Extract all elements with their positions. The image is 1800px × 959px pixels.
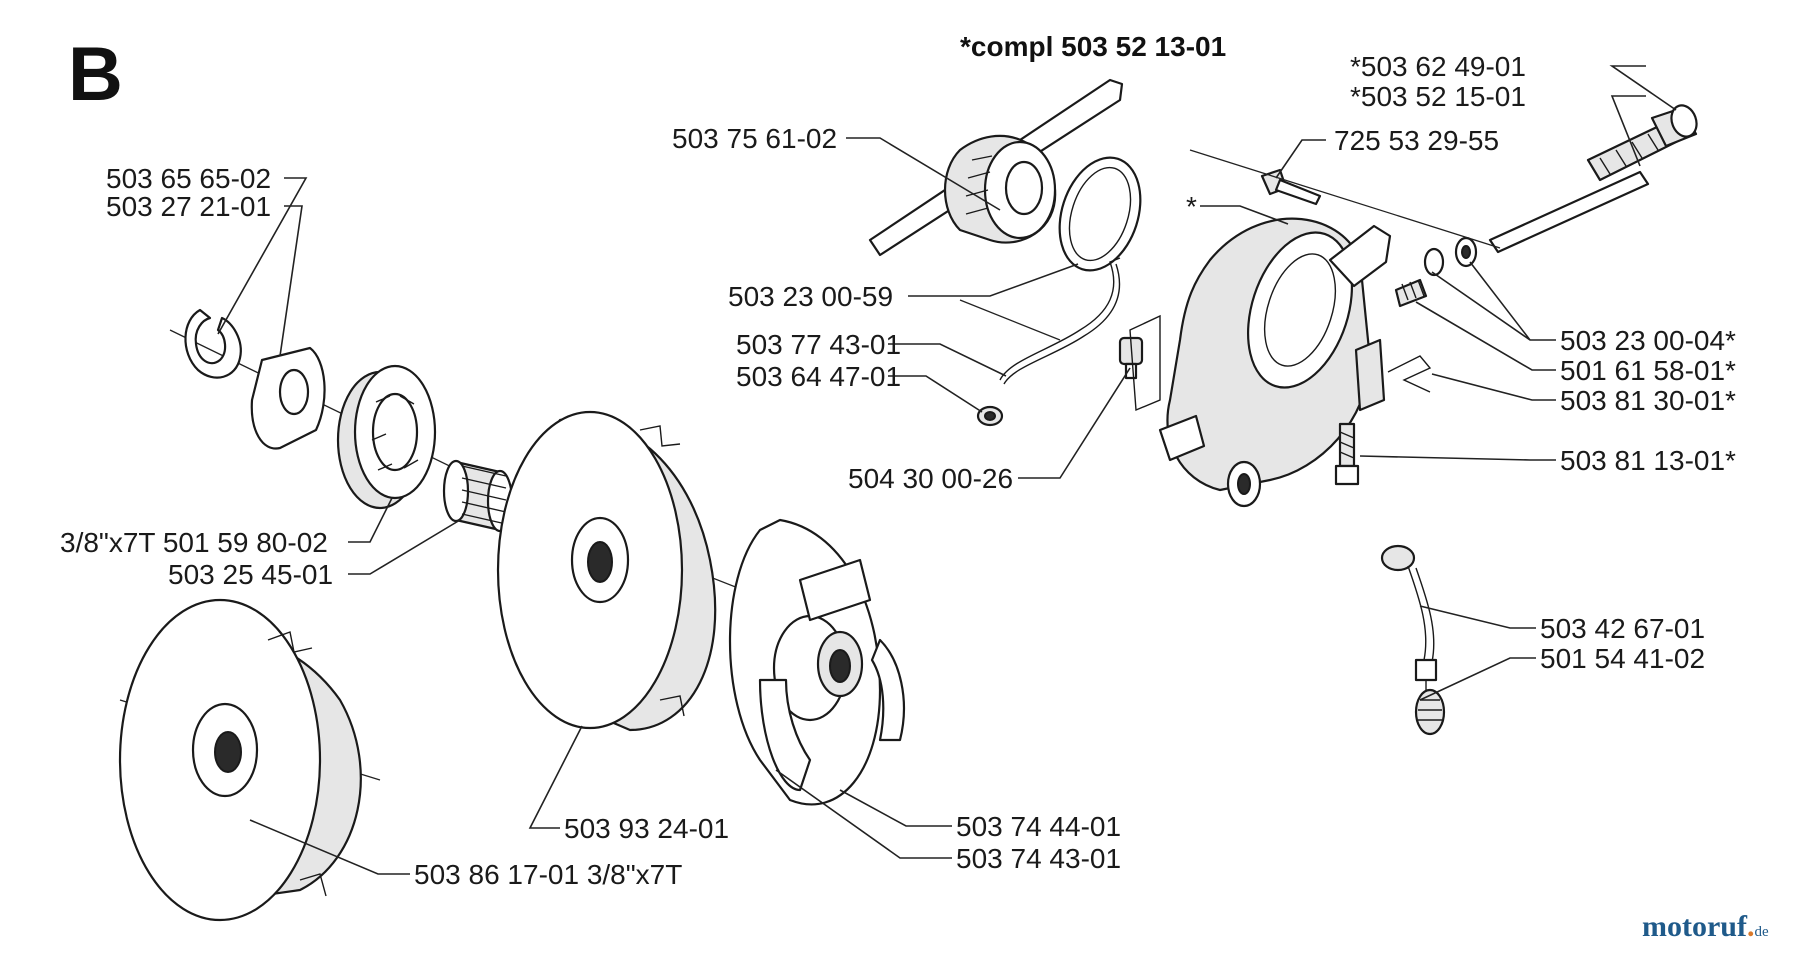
oil-pump-assembly-drawing — [868, 78, 1698, 736]
pump-axis-line — [1189, 149, 1501, 249]
clutch-drum-part — [496, 410, 717, 732]
clutch-shoes-part — [729, 518, 906, 806]
lower-drum-part — [118, 598, 362, 922]
label-503-27-21-01: 503 27 21-01 — [106, 191, 271, 222]
watermark-suffix: de — [1754, 924, 1769, 940]
label-503-75-61-02: 503 75 61-02 — [672, 123, 837, 154]
worm-gear-part — [868, 78, 1124, 257]
label-503-81-30-01: 503 81 30-01* — [1560, 385, 1736, 416]
label-501-54-41-02: 501 54 41-02 — [1540, 643, 1705, 674]
gear-axis-line — [959, 299, 1061, 341]
watermark-text: motoruf.de — [1642, 910, 1769, 943]
watermark-dot: . — [1747, 910, 1755, 943]
part-labels: 503 75 61-02 503 65 65-02 503 27 21-01 5… — [60, 51, 1736, 890]
plunger-spring-part — [1394, 278, 1428, 308]
label-503-74-44-01: 503 74 44-01 — [956, 811, 1121, 842]
oil-filter-part — [1414, 658, 1446, 736]
label-pump-asterisk: * — [1186, 191, 1197, 222]
label-503-64-47-01: 503 64 47-01 — [736, 361, 901, 392]
label-504-30-00-26: 504 30 00-26 — [848, 463, 1013, 494]
label-503-74-43-01: 503 74 43-01 — [956, 843, 1121, 874]
oil-line-part — [999, 257, 1121, 385]
oil-hose-part — [1380, 544, 1435, 663]
bushing-part — [1650, 104, 1698, 148]
section-letter: B — [68, 32, 123, 117]
rim-sprocket-part — [336, 364, 437, 510]
label-503-23-00-04: 503 23 00-04* — [1560, 325, 1736, 356]
label-501-59-80-02: 3/8"x7T 501 59 80-02 — [60, 527, 328, 558]
o-ring-part — [1058, 156, 1142, 272]
label-503-77-43-01: 503 77 43-01 — [736, 329, 901, 360]
label-503-62-49-01: *503 62 49-01 — [1350, 51, 1526, 82]
pump-housing-part — [1129, 217, 1392, 508]
assembly-label: *compl 503 52 13-01 — [960, 31, 1226, 62]
clip-part — [1387, 355, 1432, 393]
label-725-53-29-55: 725 53 29-55 — [1334, 125, 1499, 156]
label-503-93-24-01: 503 93 24-01 — [564, 813, 729, 844]
label-503-52-15-01: *503 52 15-01 — [1350, 81, 1526, 112]
adjust-screw-part — [1334, 422, 1360, 486]
label-503-81-13-01: 503 81 13-01* — [1560, 445, 1736, 476]
label-501-61-58-01: 501 61 58-01* — [1560, 355, 1736, 386]
label-503-42-67-01: 503 42 67-01 — [1540, 613, 1705, 644]
label-503-86-17-01: 503 86 17-01 3/8"x7T — [414, 859, 682, 890]
clutch-assembly-drawing — [118, 308, 906, 922]
thrust-washer-part — [250, 346, 326, 450]
label-503-23-00-59: 503 23 00-59 — [728, 281, 893, 312]
label-503-65-65-02: 503 65 65-02 — [106, 163, 271, 194]
watermark-logo: motoruf.de — [1642, 910, 1769, 943]
leader-lines — [217, 65, 1677, 875]
label-503-25-45-01: 503 25 45-01 — [168, 559, 333, 590]
watermark-main: motoruf — [1642, 910, 1748, 943]
screw-part — [1260, 168, 1322, 206]
seal-part — [976, 405, 1004, 427]
circlip-part — [184, 308, 242, 379]
washers-part — [1423, 236, 1478, 277]
